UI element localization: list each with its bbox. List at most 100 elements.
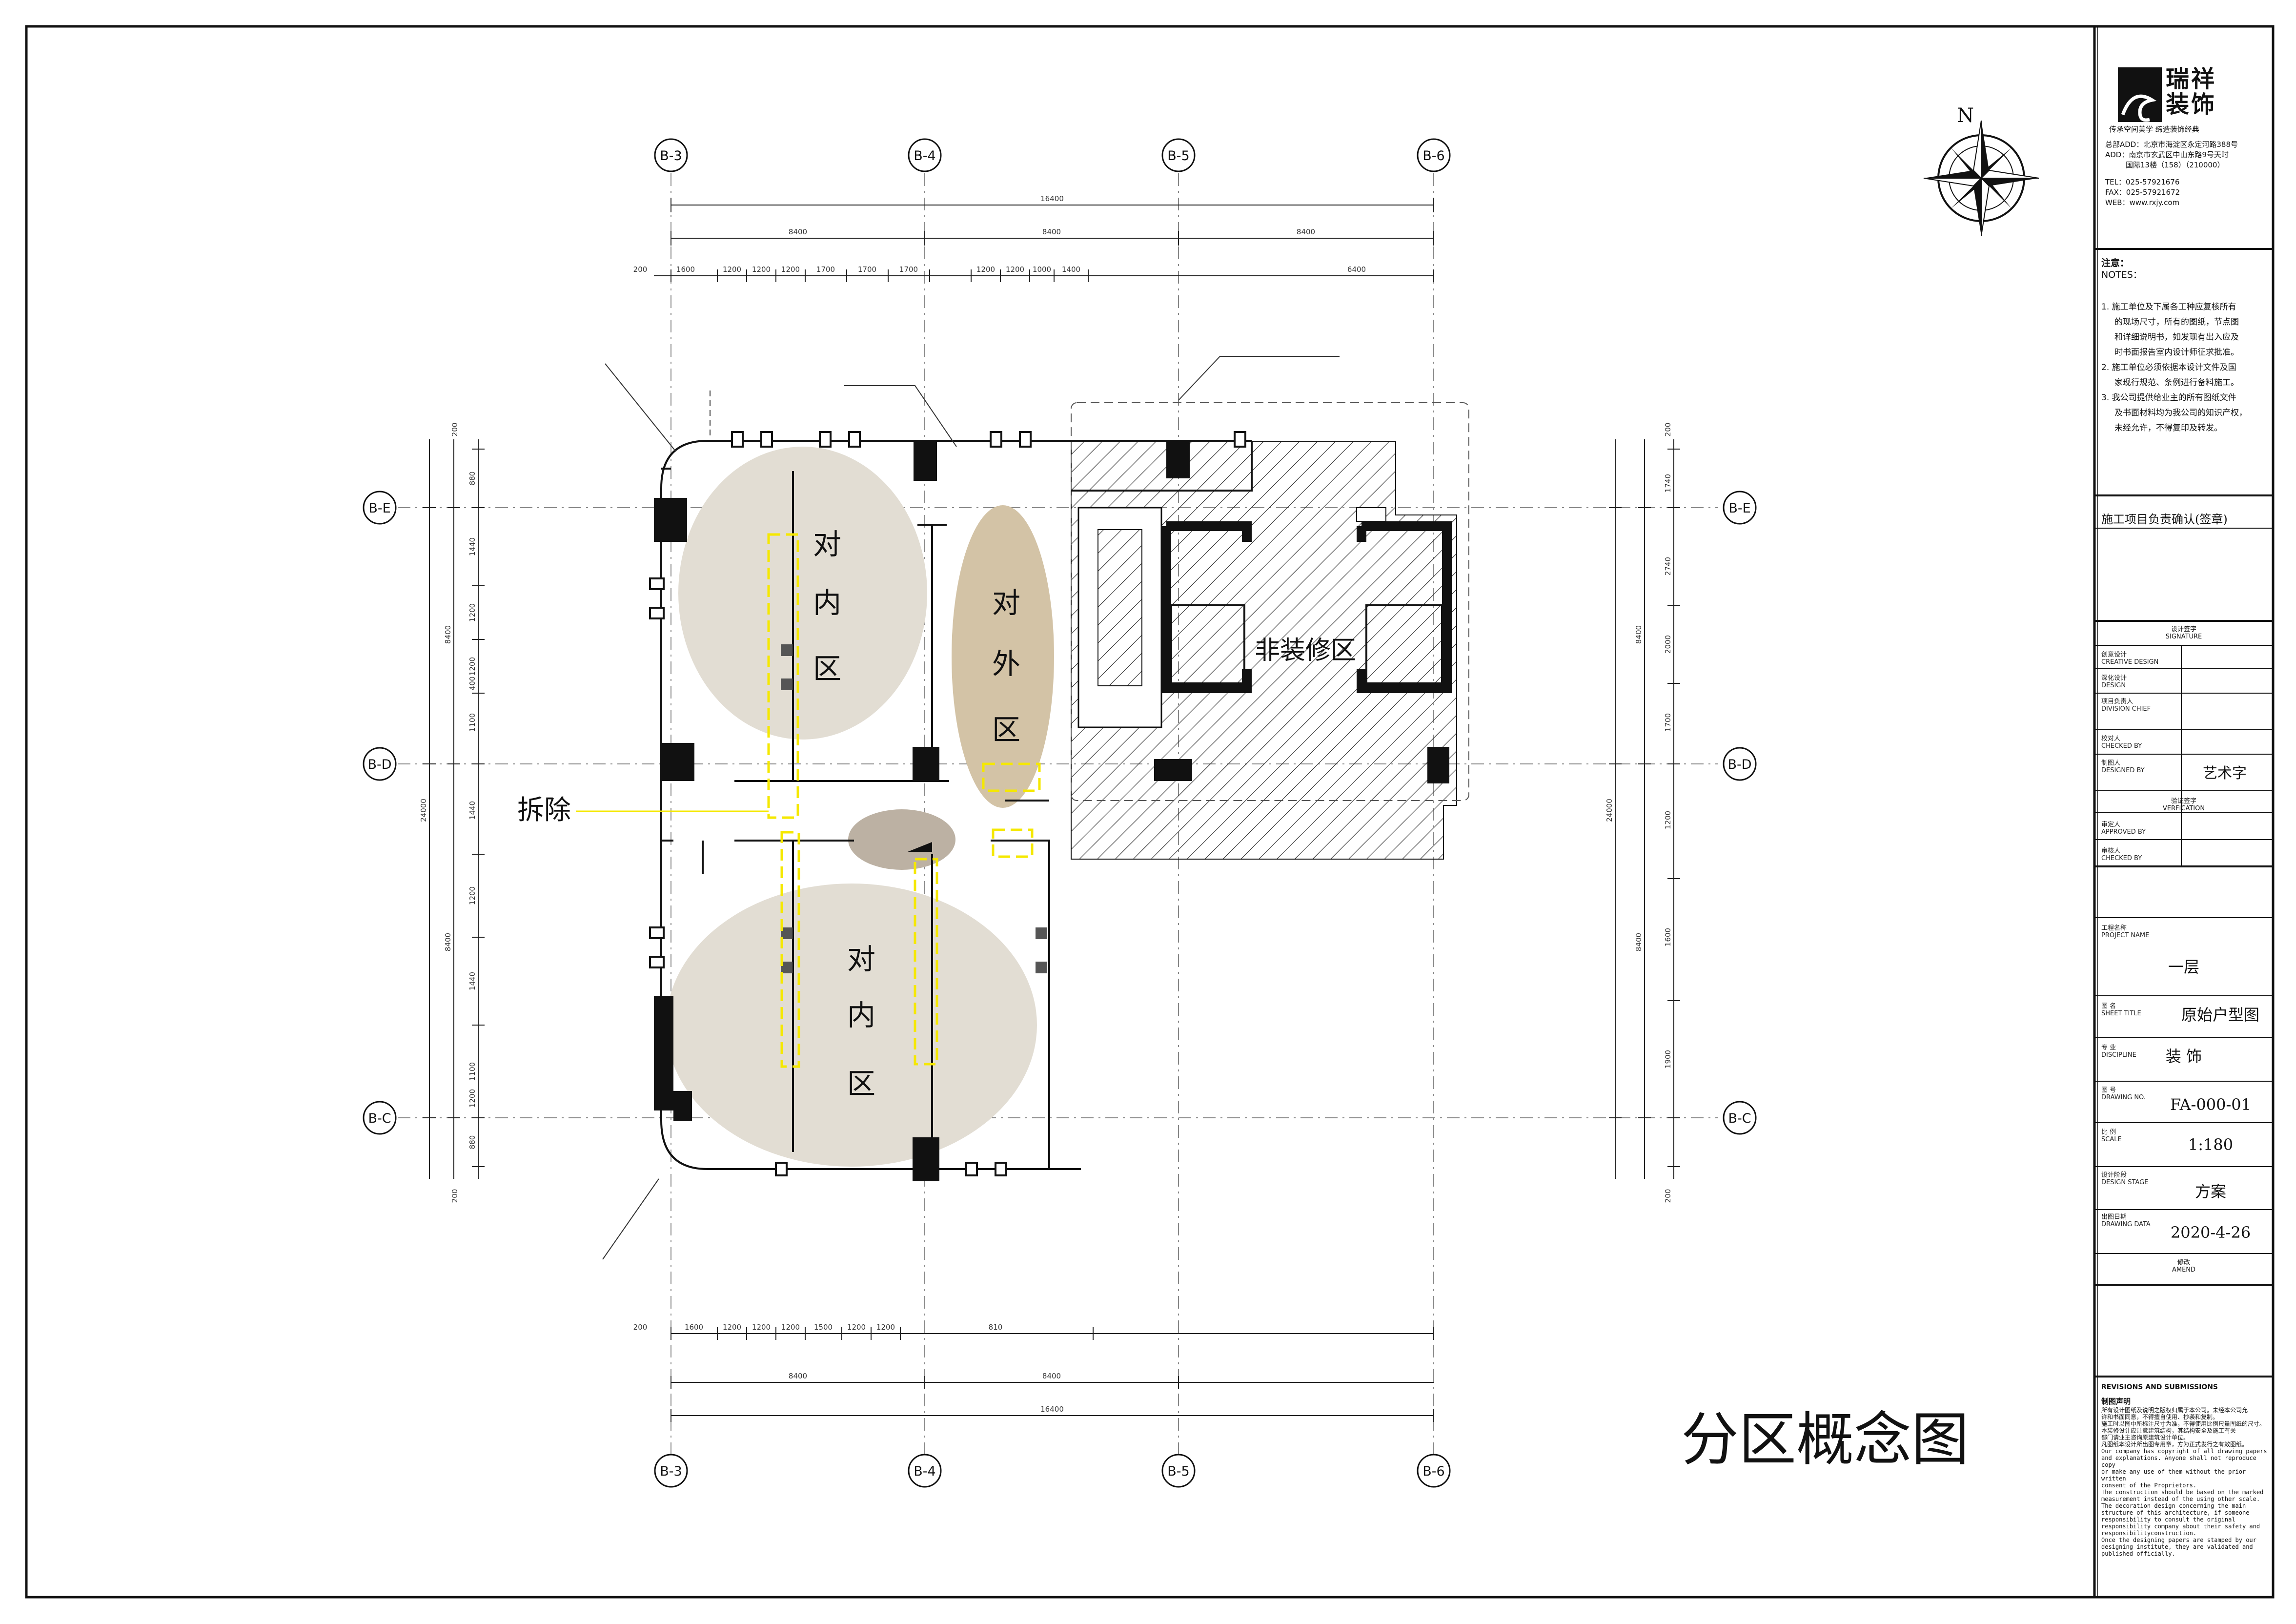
address-line: 总部ADD：北京市海淀区永定河路388号 <box>2105 140 2238 149</box>
declaration-line: designing institute, they are validated … <box>2101 1543 2253 1550</box>
company-logo <box>2118 67 2162 122</box>
declaration-line: 部门请业主咨询原建筑设计单位。 <box>2101 1434 2190 1441</box>
zone-label-inner-top: 对 <box>813 528 841 561</box>
note-line: 家现行规范、条例进行备料施工。 <box>2101 378 2239 388</box>
dim-top-bay: 8400 <box>1042 227 1061 236</box>
sign-row-cn: 校对人 <box>2101 735 2121 742</box>
axis-label: B-6 <box>1422 148 1444 164</box>
project-name-value: 一层 <box>2168 958 2199 976</box>
field-cn: 出图日期 <box>2101 1213 2127 1221</box>
drawing-title: 分区概念图 <box>1681 1406 1969 1473</box>
zone-label-inner-bottom: 内 <box>847 999 875 1032</box>
field-en: PROJECT NAME <box>2101 932 2150 939</box>
floor-plan-walls <box>649 431 1253 1181</box>
note-line: 2. 施工单位必须依据本设计文件及国 <box>2101 363 2236 372</box>
leader-lines <box>602 356 1340 1260</box>
dim-right-detail: 2000 <box>1664 635 1672 654</box>
drawing-date-value: 2020-4-26 <box>2170 1223 2251 1242</box>
note-line: 的现场尺寸，所有的图纸，节点图 <box>2101 317 2239 327</box>
dim-bottom-detail: 1200 <box>876 1323 895 1332</box>
dim-bottom-detail: 1200 <box>847 1323 866 1332</box>
dim-left-detail: 1200 <box>468 657 477 676</box>
title-block: 瑞祥装饰 传承空间美学 缔造装饰经典 总部ADD：北京市海淀区永定河路388号 … <box>2094 26 2273 1597</box>
north-label: N <box>1957 104 1974 127</box>
declaration-line: or make any use of them without the prio… <box>2101 1468 2246 1482</box>
note-line: 未经允许，不得复印及转发。 <box>2101 423 2223 433</box>
dim-left-detail: 1440 <box>468 537 477 556</box>
sign-row-en: DESIGNED BY <box>2101 767 2145 774</box>
field-en: DESIGN STAGE <box>2101 1179 2149 1186</box>
address-line: ADD：南京市玄武区中山东路9号天时 <box>2105 150 2229 159</box>
inner-zone-top <box>678 447 927 740</box>
designer-signature: 艺术字 <box>2203 765 2247 782</box>
axis-bubble-top <box>908 138 942 172</box>
axis-label: B-5 <box>1167 1464 1189 1479</box>
declaration-line: responsibility to consult the original <box>2101 1516 2235 1523</box>
dim-top-detail: 200 <box>633 265 648 274</box>
declaration-line: responsibility company about their safet… <box>2101 1523 2260 1530</box>
verify-row-cn: 审核人 <box>2101 847 2121 855</box>
dim-right-detail: 1900 <box>1664 1050 1672 1069</box>
sign-row-en: DESIGN <box>2101 682 2126 689</box>
dim-left-detail: 1100 <box>468 1062 477 1081</box>
axis-bubble-top <box>1417 138 1451 172</box>
axis-label: B-6 <box>1422 1464 1444 1479</box>
notes-title-cn: 注意： <box>2101 258 2130 268</box>
dim-left-bay: 8400 <box>444 625 452 644</box>
dim-bottom-detail: 1200 <box>781 1323 800 1332</box>
dim-top-detail: 1200 <box>723 265 741 274</box>
verify-row-en: CHECKED BY <box>2101 855 2142 862</box>
dim-left-detail: 200 <box>450 1189 459 1203</box>
axis-bubble-left <box>363 1101 397 1135</box>
declaration-line: 所有设计图纸及说明之版权归属于本公司。未经本公司允 <box>2101 1407 2248 1414</box>
axis-bubble-bottom <box>908 1454 942 1488</box>
web-text: WEB：www.rxjy.com <box>2105 198 2180 207</box>
dim-top-total: 16400 <box>1040 194 1064 203</box>
sheet-border <box>25 25 2275 1599</box>
tel-text: TEL：025-57921676 <box>2105 178 2180 186</box>
notes-title-en: NOTES： <box>2101 269 2142 280</box>
declaration-line: The construction should be based on the … <box>2101 1489 2264 1496</box>
dim-top-detail: 1700 <box>858 265 876 274</box>
field-cn: 专 业 <box>2101 1044 2116 1051</box>
dim-left-bay: 8400 <box>444 933 452 951</box>
note-line: 及书面材料均为我公司的知识产权， <box>2101 408 2248 418</box>
zone-label-inner-top: 区 <box>813 652 841 685</box>
sign-row-cn: 制图人 <box>2101 760 2121 767</box>
field-en: DRAWING DATA <box>2101 1221 2151 1228</box>
field-en: SHEET TITLE <box>2101 1010 2141 1017</box>
sheet-title-value: 原始户型图 <box>2181 1006 2259 1024</box>
dim-top-bay: 8400 <box>789 227 807 236</box>
zone-label-inner-top: 内 <box>813 586 841 619</box>
zone-label-outer: 外 <box>992 647 1020 680</box>
declaration-line: published officially. <box>2101 1550 2175 1557</box>
dim-left-detail: 1440 <box>468 972 477 990</box>
sign-row-en: CREATIVE DESIGN <box>2101 658 2159 666</box>
sign-row-cn: 项目负责人 <box>2101 698 2133 705</box>
dim-right-total: 24000 <box>1605 799 1614 822</box>
field-en: SCALE <box>2101 1136 2122 1143</box>
note-line: 和详细说明书，如发现有出入应及 <box>2101 332 2239 342</box>
axis-label: B-E <box>1728 501 1750 516</box>
axis-bubble-right <box>1723 491 1757 525</box>
dim-top-detail: 1200 <box>1006 265 1024 274</box>
field-en: DISCIPLINE <box>2101 1051 2136 1059</box>
company-slogan: 传承空间美学 缔造装饰经典 <box>2109 125 2199 134</box>
dim-left-detail: 1200 <box>468 1089 477 1108</box>
verify-row-en: APPROVED BY <box>2101 828 2146 836</box>
dim-bottom-detail: 200 <box>633 1323 648 1332</box>
dim-top-bay: 8400 <box>1297 227 1315 236</box>
scale-value: 1:180 <box>2188 1135 2234 1154</box>
grid-lines <box>398 173 1718 1455</box>
revisions-title: REVISIONS AND SUBMISSIONS <box>2101 1383 2218 1391</box>
dim-left-detail: 1100 <box>468 713 477 732</box>
dim-right-detail: 200 <box>1664 1189 1672 1203</box>
axis-label: B-D <box>1727 757 1751 772</box>
dim-right-detail: 1200 <box>1664 811 1672 829</box>
field-cn: 图 号 <box>2101 1087 2116 1094</box>
field-cn: 工程名称 <box>2101 925 2127 932</box>
dim-top-detail: 1200 <box>976 265 995 274</box>
title-block-lines <box>2094 248 2273 1377</box>
axis-label: B-D <box>367 757 391 772</box>
declaration-line: 本装修设计应注意建筑结构，其结构安全及施工有关 <box>2101 1427 2236 1434</box>
